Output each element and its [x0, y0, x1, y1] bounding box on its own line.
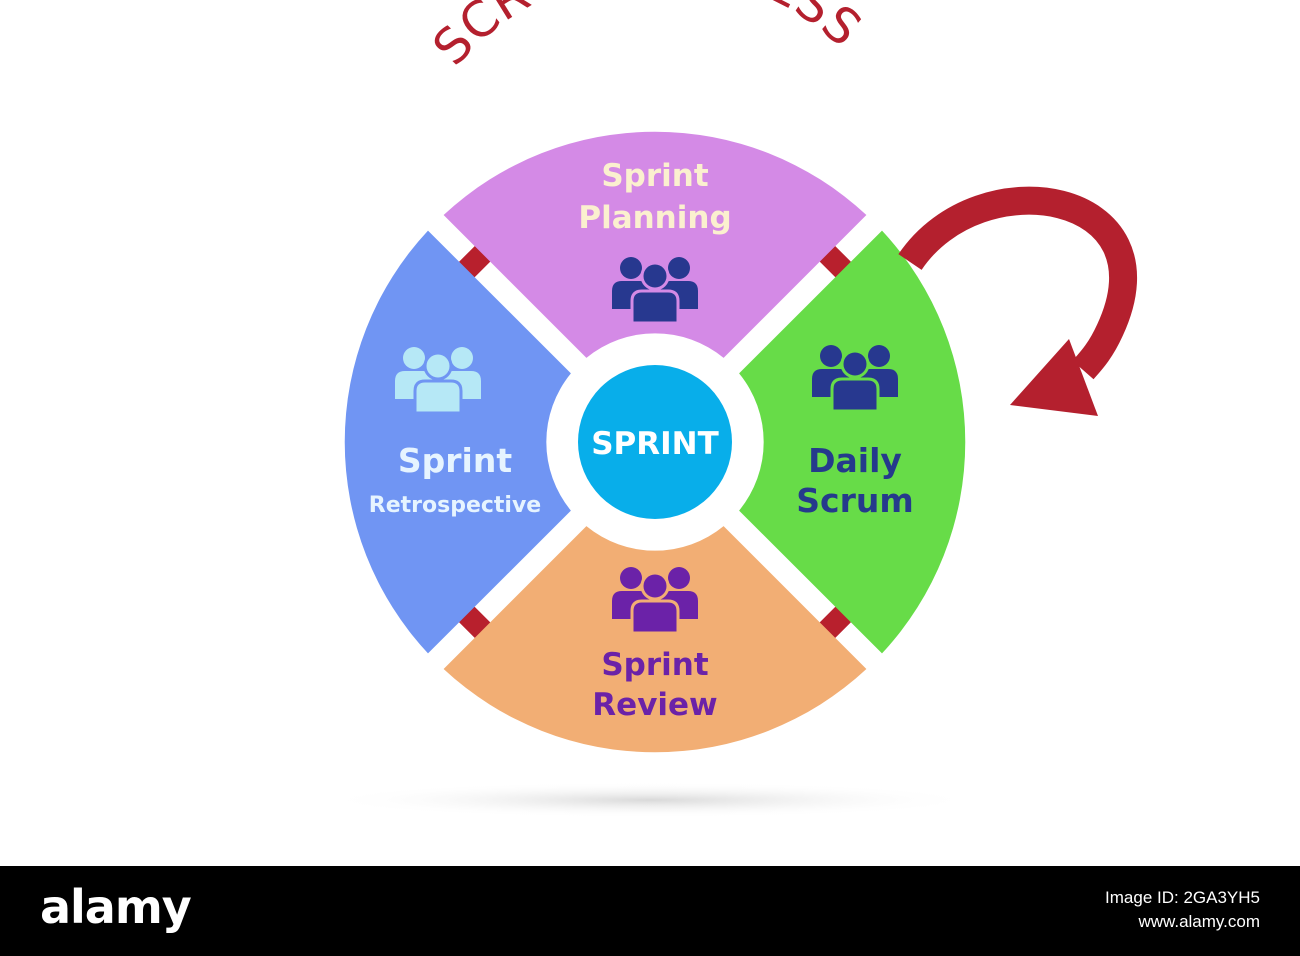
watermark-site: www.alamy.com — [1138, 912, 1260, 931]
people-group-icon-planning — [612, 257, 698, 325]
watermark-info: Image ID: 2GA3YH5 www.alamy.com — [1105, 886, 1260, 934]
segment-planning — [443, 131, 867, 358]
segment-daily — [739, 230, 966, 654]
segment-label-planning-1: Sprint — [601, 158, 709, 194]
segment-label-review-1: Sprint — [601, 647, 709, 683]
segment-label-daily-2: Scrum — [796, 481, 913, 520]
watermark-logo: alamy — [40, 880, 192, 934]
watermark-image-id: Image ID: 2GA3YH5 — [1105, 888, 1260, 907]
people-group-icon-retrospective — [395, 347, 481, 415]
segment-label-retrospective-2: Retrospective — [369, 493, 541, 518]
diagram-title-text: SCRUM PROCESS — [422, 0, 871, 76]
watermark-footer: alamy Image ID: 2GA3YH5 www.alamy.com — [0, 866, 1300, 956]
center-sprint-label: SPRINT — [591, 426, 719, 462]
segment-label-daily-1: Daily — [808, 441, 902, 480]
segment-group: SprintPlanningDailyScrumSprintReviewSpri… — [344, 131, 966, 753]
people-group-icon-review — [612, 567, 698, 635]
segment-retrospective — [344, 230, 571, 654]
segment-label-planning-2: Planning — [578, 200, 731, 236]
diagram-title: SCRUM PROCESS — [422, 0, 872, 76]
cycle-arrow-icon — [898, 186, 1138, 416]
segment-label-retrospective-1: Sprint — [398, 441, 512, 480]
segment-label-review-2: Review — [592, 687, 717, 723]
ground-shadow — [320, 782, 980, 818]
people-group-icon-daily — [812, 345, 898, 413]
center-sprint-circle — [578, 365, 732, 519]
segment-review — [443, 526, 867, 753]
